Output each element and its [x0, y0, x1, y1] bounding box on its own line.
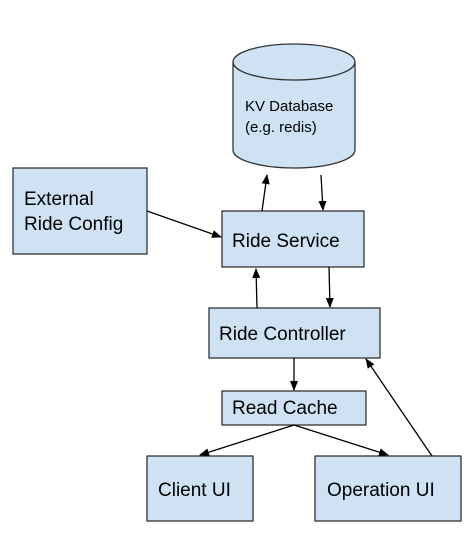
- edge-read-cache-to-operation-ui: [293, 424, 389, 457]
- edge-ride-service-to-ride-controller: [325, 266, 334, 308]
- kv-database-title: KV Database: [245, 98, 333, 115]
- ride-service-node[interactable]: Ride Service: [221, 210, 365, 268]
- read-cache-label: Read Cache: [232, 398, 338, 419]
- kv-database-node[interactable]: KV Database (e.g. redis): [232, 43, 356, 169]
- external-ride-config-line1: External: [24, 189, 94, 210]
- edge-operation-ui-to-ride-controller: [365, 358, 433, 457]
- ride-controller-node[interactable]: Ride Controller: [208, 307, 381, 359]
- operation-ui-node[interactable]: Operation UI: [314, 455, 462, 522]
- edge-read-cache-to-client-ui: [199, 424, 295, 457]
- ride-controller-label: Ride Controller: [219, 324, 346, 345]
- read-cache-node[interactable]: Read Cache: [221, 390, 367, 426]
- edge-ride-service-to-kv-database: [261, 174, 270, 212]
- ride-service-label: Ride Service: [232, 231, 340, 252]
- client-ui-label: Client UI: [158, 480, 231, 501]
- operation-ui-label: Operation UI: [327, 480, 435, 501]
- kv-database-subtitle: (e.g. redis): [245, 119, 317, 136]
- edge-ride-controller-to-ride-service: [252, 268, 261, 309]
- external-ride-config-node[interactable]: External Ride Config: [12, 167, 148, 255]
- edge-kv-database-to-ride-service: [318, 174, 327, 211]
- edge-external-config-to-ride-service: [146, 210, 222, 238]
- external-ride-config-line2: Ride Config: [24, 214, 123, 235]
- client-ui-node[interactable]: Client UI: [146, 455, 254, 522]
